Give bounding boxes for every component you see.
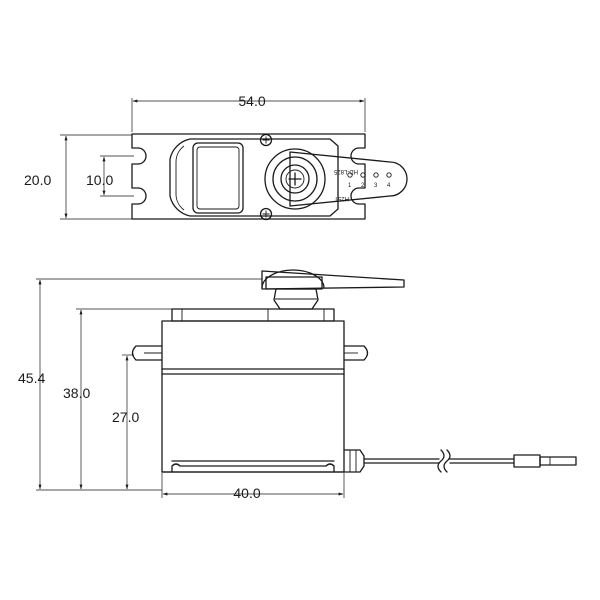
servo-horn-arm	[289, 151, 408, 207]
dimension-outer-spacing: 20.0	[24, 134, 132, 220]
side-flange-right	[343, 345, 369, 361]
dim-label-case-height: 38.0	[63, 385, 90, 401]
side-bottom-cover	[171, 463, 335, 473]
horn-holes	[347, 172, 392, 178]
side-connector-tip	[539, 456, 577, 466]
side-top-cap	[171, 308, 335, 322]
dimension-inner-spacing: 10.0	[86, 155, 134, 197]
label-window	[192, 142, 244, 214]
dimension-total-height: 45.4	[18, 278, 262, 491]
dim-label-case-width: 40.0	[233, 485, 260, 501]
dim-label-width: 54.0	[238, 93, 265, 109]
horn-hub-inner	[280, 164, 310, 194]
dimension-width: 54.0	[131, 93, 366, 132]
side-case-body	[161, 320, 345, 473]
horn-hole-mark-3: 3	[374, 183, 378, 189]
screw-top	[259, 133, 273, 147]
side-horn-hub-top	[265, 276, 323, 290]
top-view: 1 2 3 4 HD-L825 H25T 54.0 20.0 10.0	[24, 93, 408, 221]
mounting-flange-outline	[131, 133, 366, 220]
screw-bottom	[259, 207, 273, 221]
dimension-case-width: 40.0	[161, 473, 345, 501]
horn-label-spline: H25T	[334, 195, 349, 201]
cable-break-mark	[437, 449, 445, 473]
label-window-inner	[196, 146, 240, 210]
dim-label-mount-height: 27.0	[112, 409, 139, 425]
dim-label-total-height: 45.4	[18, 370, 45, 386]
dim-label-inner-spacing: 10.0	[86, 172, 113, 188]
horn-hole-mark-1: 1	[348, 183, 352, 189]
horn-hole-mark-2: 2	[361, 183, 365, 189]
side-connector-body	[513, 454, 541, 468]
horn-hub-core	[285, 169, 305, 189]
case-top-inner-line	[175, 145, 185, 211]
dimension-case-height: 38.0	[63, 308, 172, 490]
side-horn-arm	[261, 270, 405, 290]
horn-screw-cross-icon	[288, 172, 302, 186]
dim-label-outer-spacing: 20.0	[24, 172, 51, 188]
dimension-mount-height: 27.0	[112, 354, 139, 490]
horn-hub-ring	[272, 156, 318, 202]
side-cable-grommet	[343, 449, 365, 473]
horn-label-model: HD-L825	[333, 168, 358, 174]
case-top-outline	[169, 138, 339, 217]
side-flange-left	[131, 345, 163, 361]
side-horn-hub-dome	[261, 269, 325, 289]
horn-hub-outer	[264, 148, 326, 210]
horn-hole-mark-4: 4	[387, 183, 391, 189]
side-view: 45.4 38.0 27.0 40.0	[18, 269, 577, 501]
